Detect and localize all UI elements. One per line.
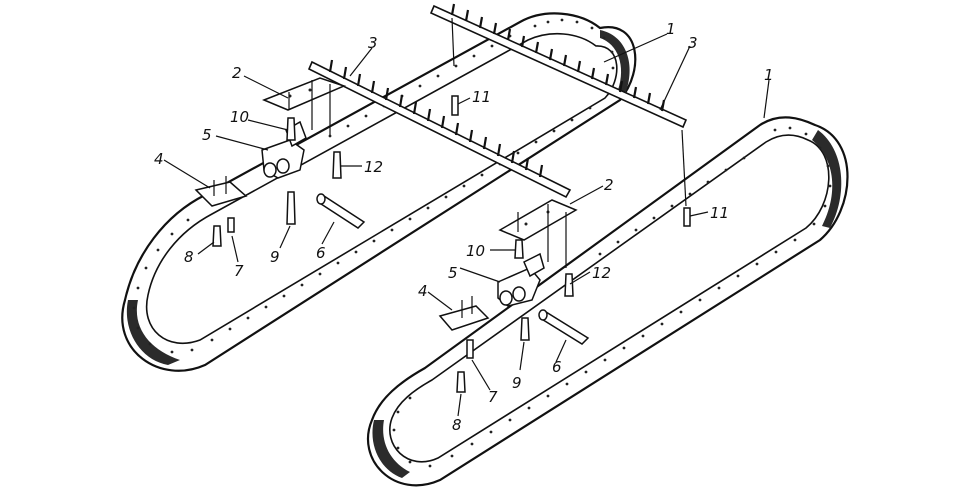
right-plate xyxy=(498,199,578,268)
label-bolt7-right: 7 xyxy=(488,388,498,406)
label-bar-right: 3 xyxy=(688,34,698,52)
left-bolts xyxy=(212,95,459,247)
label-belt-left: 1 xyxy=(666,20,676,38)
right-bracket xyxy=(438,296,490,331)
top-spiked-bar xyxy=(429,3,688,129)
label-pin-right: 6 xyxy=(552,358,562,376)
label-hinge-right: 5 xyxy=(448,264,458,282)
left-pin xyxy=(316,193,366,229)
label-pin-left: 6 xyxy=(316,244,326,262)
label-hinge-left: 5 xyxy=(202,126,212,144)
label-bolt10-left: 10 xyxy=(230,108,249,126)
label-bolt7-left: 7 xyxy=(234,262,244,280)
left-track-belt xyxy=(121,12,637,372)
label-bracket-left: 4 xyxy=(154,150,164,168)
label-bolt8-right: 8 xyxy=(452,416,462,434)
right-bolts xyxy=(456,207,691,393)
label-bolt8-left: 8 xyxy=(184,248,194,266)
label-plate-right: 2 xyxy=(604,176,614,194)
right-track-belt xyxy=(366,116,849,487)
label-belt-right: 1 xyxy=(764,66,774,84)
right-belt-holes xyxy=(392,126,832,468)
left-belt-holes xyxy=(132,18,615,354)
right-pin xyxy=(538,309,590,345)
label-bolt10-right: 10 xyxy=(466,242,485,260)
label-bracket-right: 4 xyxy=(418,282,428,300)
middle-spiked-bar xyxy=(307,59,572,199)
label-bolt11-right: 11 xyxy=(710,204,729,222)
label-bolt12-left: 12 xyxy=(364,158,383,176)
label-bolt12-right: 12 xyxy=(592,264,611,282)
leader-lines xyxy=(163,17,770,417)
label-bolt11-left: 11 xyxy=(472,88,491,106)
left-hinge xyxy=(261,120,307,179)
right-hinge xyxy=(497,252,545,307)
left-plate xyxy=(262,77,347,135)
left-bracket xyxy=(194,176,248,207)
label-bar-left: 3 xyxy=(368,34,378,52)
label-bolt9-left: 9 xyxy=(270,248,280,266)
label-bolt9-right: 9 xyxy=(512,374,522,392)
label-plate-left: 2 xyxy=(232,64,242,82)
